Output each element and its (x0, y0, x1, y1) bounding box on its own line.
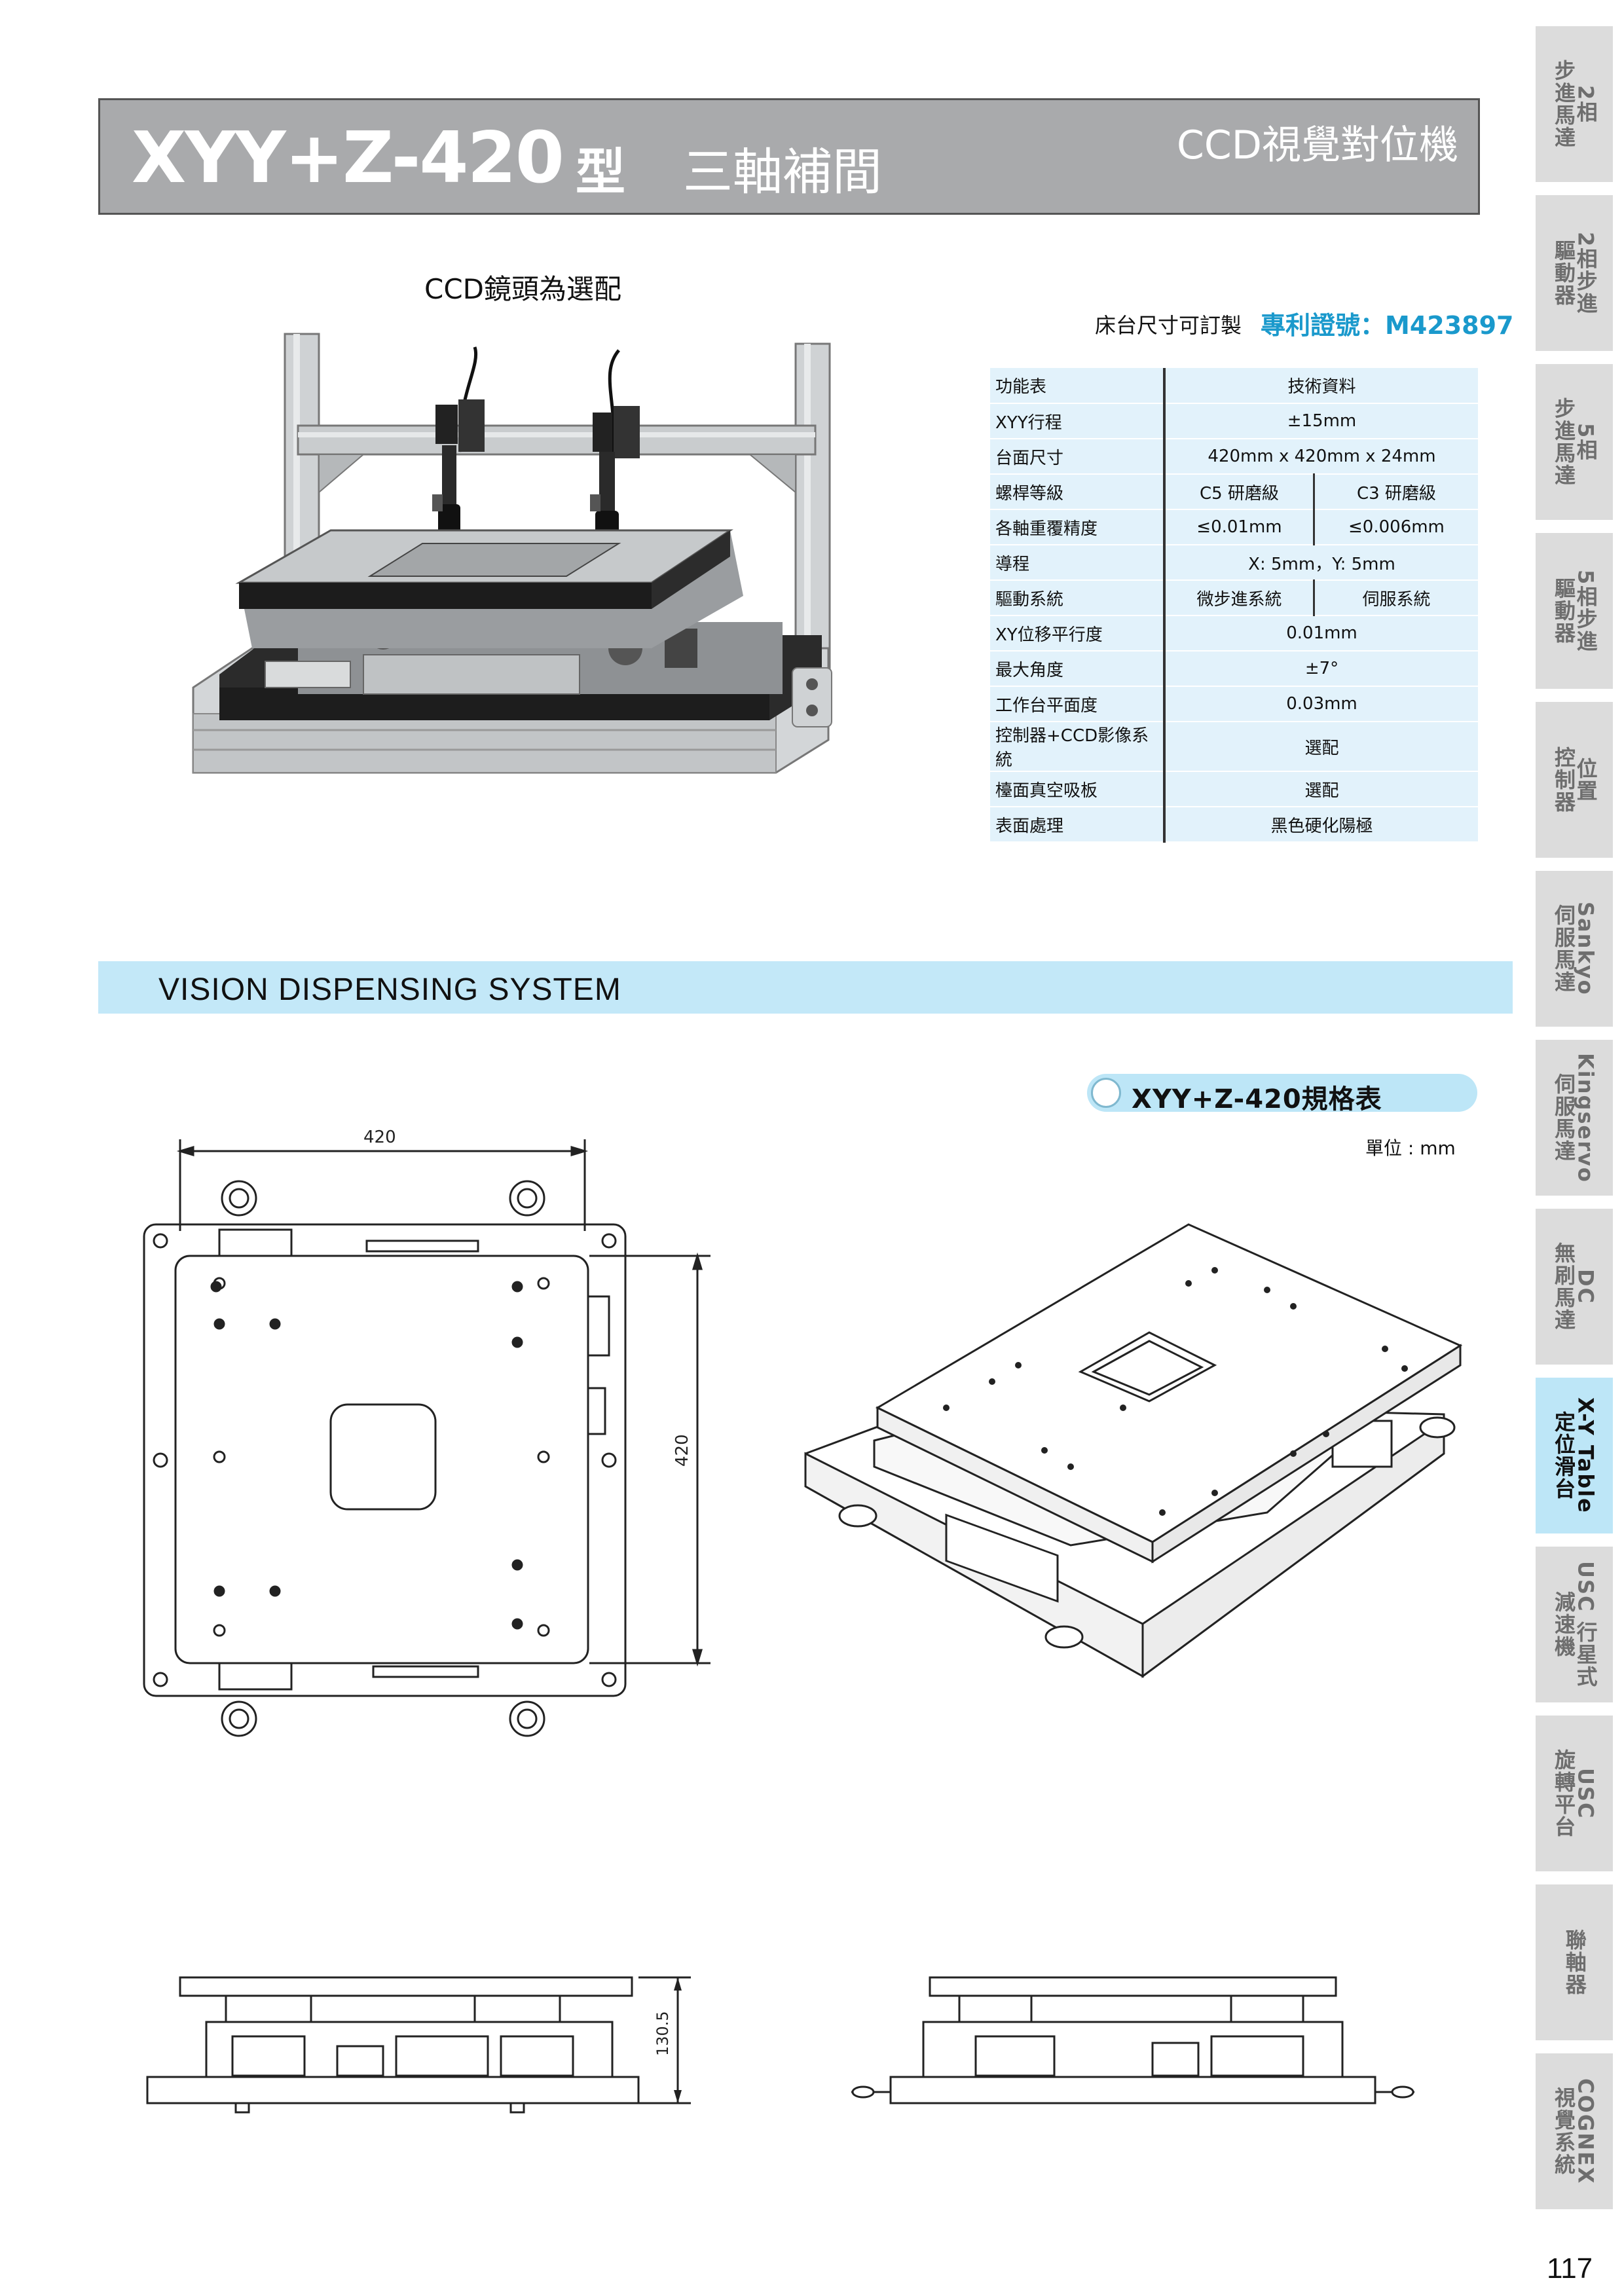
side-tab-5phase-stepper-driver[interactable]: 5相步進 驅動器 (1536, 533, 1613, 689)
front-elevation-drawing: 130.5 (146, 1976, 691, 2114)
product-category: CCD視覺對位機 (1177, 122, 1458, 168)
side-tab-coupling[interactable]: 聯軸器 (1536, 1884, 1613, 2040)
side-tab-position-controller[interactable]: 位置 控制器 (1536, 702, 1613, 858)
spec-row: 表面處理黑色硬化陽極 (990, 807, 1478, 843)
spec-row: XYY行程±15mm (990, 403, 1478, 439)
side-tab-dc-brushless[interactable]: DC 無刷馬達 (1536, 1209, 1613, 1365)
photo-caption: CCD鏡頭為選配 (424, 273, 621, 305)
custom-size-note: 床台尺寸可訂製 (1095, 313, 1242, 338)
spec-row: 最大角度±7° (990, 651, 1478, 687)
side-tab-cognex-vision[interactable]: COGNEX 視覺系統 (1536, 2053, 1613, 2209)
side-tab-usc-rotary-table[interactable]: USC 旋轉平台 (1536, 1716, 1613, 1871)
title-banner: XYY+Z-420 型 三軸補間 CCD視覺對位機 (98, 98, 1480, 215)
side-tab-sankyo-servo[interactable]: Sankyo 伺服馬達 (1536, 871, 1613, 1027)
spec-row: 功能表技術資料 (990, 368, 1478, 404)
spec-sheet-title: XYY+Z-420規格表 (1132, 1084, 1382, 1114)
top-view-drawing: 420 420 (143, 1128, 710, 1737)
bullet-circle-icon (1091, 1078, 1121, 1108)
side-tab-usc-planetary-gearbox[interactable]: USC 行星式 減速機 (1536, 1547, 1613, 1702)
section-header: VISION DISPENSING SYSTEM (98, 961, 1513, 1014)
side-elevation-drawing (851, 1976, 1414, 2104)
width-dimension-label: 420 (363, 1128, 396, 1147)
spec-row: 各軸重覆精度≤0.01mm≤0.006mm (990, 509, 1478, 545)
unit-note: 單位 : mm (1365, 1137, 1456, 1159)
side-tab-5phase-stepper-motor[interactable]: 5相 步進馬達 (1536, 364, 1613, 520)
section-title: VISION DISPENSING SYSTEM (158, 972, 621, 1007)
spec-row: 檯面真空吸板選配 (990, 771, 1478, 807)
spec-sheet-label: XYY+Z-420規格表 (1087, 1074, 1477, 1114)
patent-number: 專利證號：M423897 (1261, 311, 1514, 340)
model-type: 型 (576, 143, 625, 201)
model-name: XYY+Z-420 (132, 117, 564, 199)
height-dimension-label: 130.5 (654, 2011, 672, 2056)
spec-row: 驅動系統微步進系統伺服系統 (990, 580, 1478, 616)
side-tab-2phase-stepper-driver[interactable]: 2相步進 驅動器 (1536, 195, 1613, 351)
side-tab-xy-table[interactable]: X-Y Table 定位滑台 (1536, 1378, 1613, 1533)
side-tab-2phase-stepper-motor[interactable]: 2相 步進馬達 (1536, 26, 1613, 182)
model-subtitle: 三軸補間 (683, 143, 882, 201)
page-number: 117 (1547, 2252, 1593, 2285)
side-tab-kingservo-servo[interactable]: Kingservo 伺服馬達 (1536, 1040, 1613, 1196)
depth-dimension-label: 420 (673, 1434, 692, 1467)
product-photo (192, 333, 832, 774)
spec-row: 控制器+CCD影像系統選配 (990, 722, 1478, 772)
isometric-view-drawing (804, 1223, 1463, 1678)
